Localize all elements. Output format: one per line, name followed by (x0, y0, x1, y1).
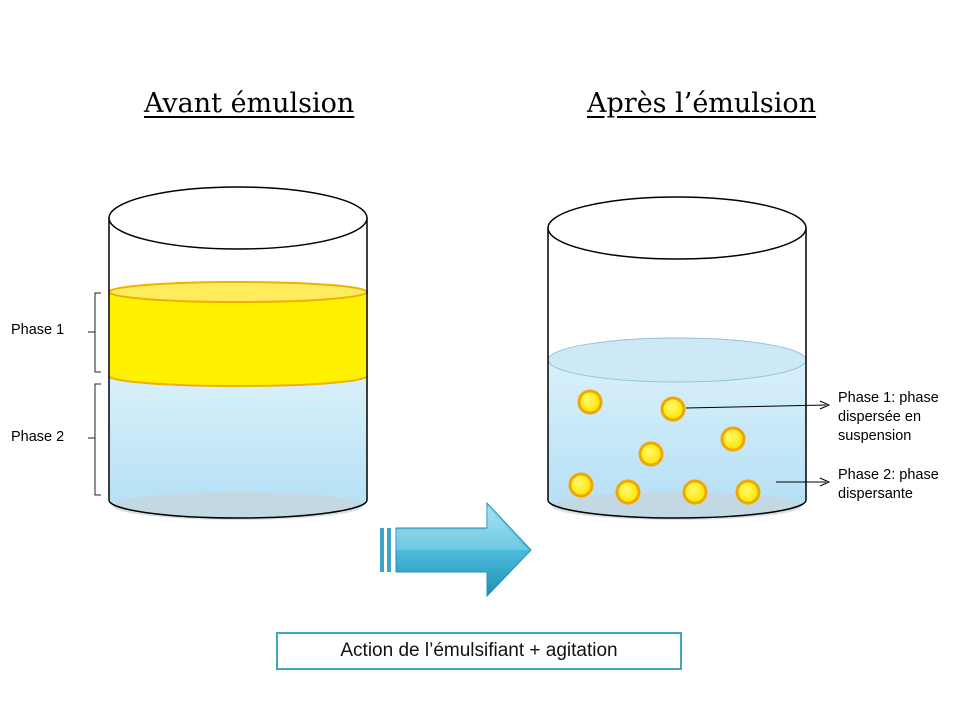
beaker-after (548, 197, 806, 520)
annotation-phase1: Phase 1: phase dispersée en suspension (838, 389, 939, 446)
annotation-phase2: Phase 2: phase dispersante (838, 466, 939, 504)
right-arrow-icon (380, 503, 531, 596)
droplet (737, 481, 759, 503)
bracket-phase2 (88, 384, 101, 495)
bracket-phase1 (88, 293, 101, 372)
annotation-phase1-line: Phase 1: phase (838, 389, 939, 408)
beaker-before-bottom-shadow (113, 492, 363, 520)
label-phase1: Phase 1 (11, 321, 64, 340)
droplet (662, 398, 684, 420)
annotation-phase2-line: Phase 2: phase (838, 466, 939, 485)
title-after-emulsion: Après l’émulsion (587, 88, 816, 119)
title-before-emulsion: Avant émulsion (144, 88, 354, 119)
label-phase2: Phase 2 (11, 428, 64, 447)
droplet (684, 481, 706, 503)
caption-box: Action de l’émulsifiant + agitation (276, 632, 682, 670)
annotation-phase1-line: suspension (838, 427, 939, 446)
droplet (640, 443, 662, 465)
droplet (617, 481, 639, 503)
beaker-after-rim (548, 197, 806, 259)
annotation-phase1-line: dispersée en (838, 408, 939, 427)
annotation-phase2-line: dispersante (838, 485, 939, 504)
emulsion-surface (548, 338, 806, 382)
oil-surface-before (109, 282, 367, 302)
droplet (570, 474, 592, 496)
oil-layer-before (109, 292, 367, 386)
beaker-before-rim (109, 187, 367, 249)
droplet (722, 428, 744, 450)
caption-text: Action de l’émulsifiant + agitation (340, 640, 617, 662)
droplet (579, 391, 601, 413)
beaker-before (109, 187, 367, 520)
